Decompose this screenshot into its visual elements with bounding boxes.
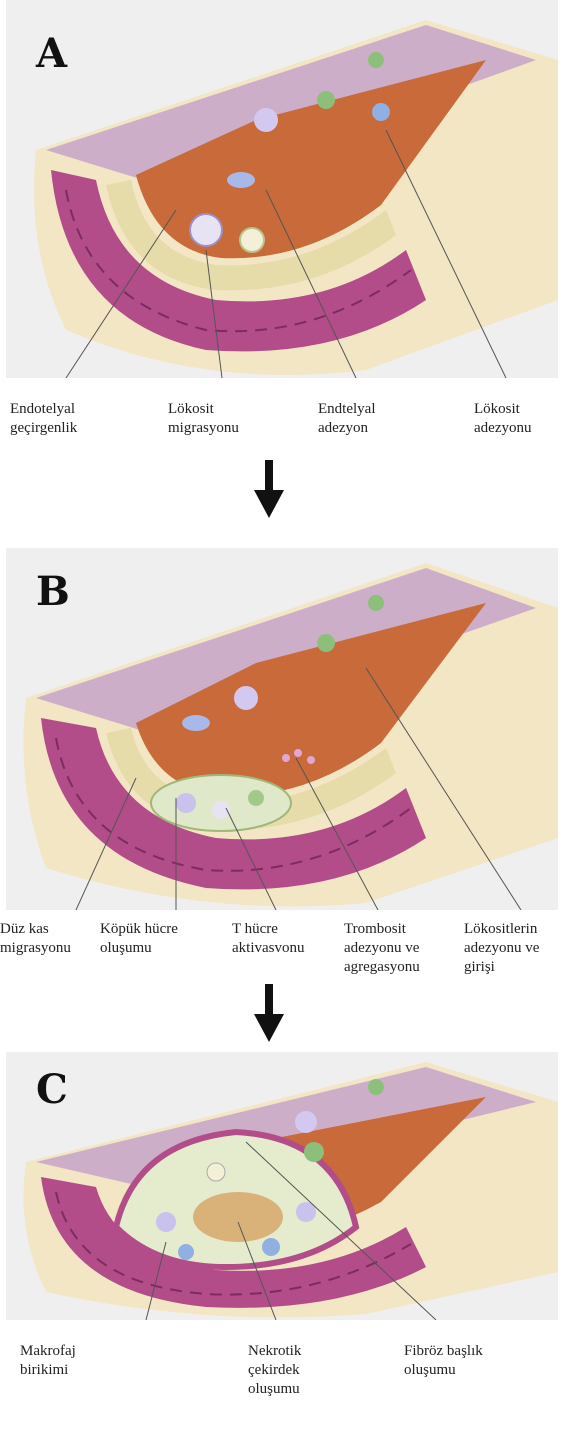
label-kopuk-hucre-olusumu: Köpük hücre oluşumu	[100, 920, 178, 958]
panel-letter: C	[36, 1066, 68, 1113]
label-lokositlerin-adezyonu: Lökositlerin adezyonu ve girişi	[464, 920, 539, 977]
label-makrofaj-birikimi: Makrofaj birikimi	[20, 1342, 76, 1380]
label-trombosit-adezyonu: Trombosit adezyonu ve agregasyonu	[344, 920, 420, 977]
panel-c: C	[6, 1052, 558, 1320]
artery-illustration-b	[6, 548, 558, 910]
panel-b: B	[6, 548, 558, 910]
label-t-hucre-aktivasvonu: T hücre aktivasvonu	[232, 920, 305, 958]
panel-letter: B	[36, 568, 70, 615]
label-duz-kas-migrasyonu: Düz kas migrasyonu	[0, 920, 71, 958]
label-endtelyal-adezyon: Endtelyal adezyon	[318, 400, 375, 438]
label-nekrotik-cekirdek-olusumu: Nekrotik çekirdek oluşumu	[248, 1342, 301, 1399]
panel-a: A	[6, 0, 558, 378]
label-lokosit-adezyonu: Lökosit adezyonu	[474, 400, 531, 438]
down-arrow-icon	[254, 984, 284, 1044]
panel-letter: A	[36, 30, 67, 77]
label-lokosit-migrasyonu: Lökosit migrasyonu	[168, 400, 239, 438]
label-endotelyal-gecirgenlik: Endotelyal geçirgenlik	[10, 400, 77, 438]
label-fibroz-baslik-olusumu: Fibröz başlık oluşumu	[404, 1342, 483, 1380]
artery-illustration-a	[6, 0, 558, 378]
down-arrow-icon	[254, 460, 284, 520]
artery-illustration-c	[6, 1052, 558, 1320]
